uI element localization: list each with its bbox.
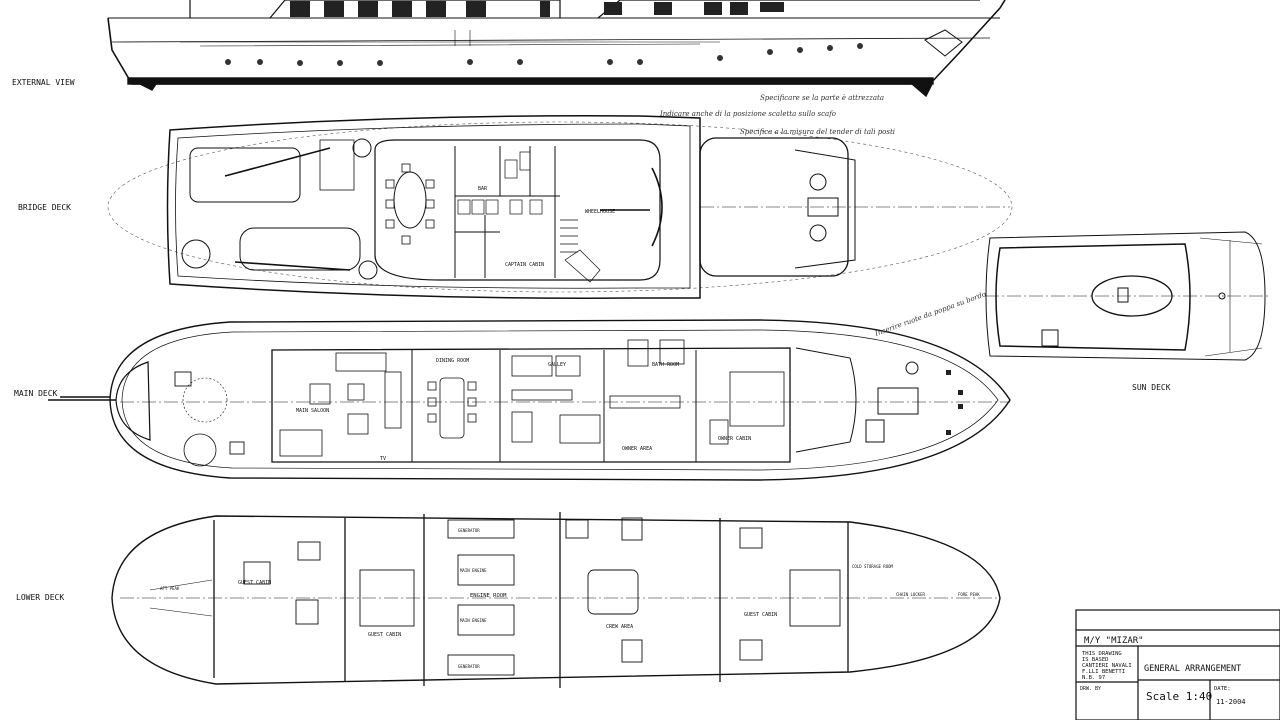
room-main-engine-2: MAIN ENGINE (460, 618, 487, 623)
room-tv: TV (380, 456, 386, 462)
room-galley: GALLEY (548, 362, 566, 368)
external-view-label: EXTERNAL VIEW (12, 78, 75, 87)
room-aft-peak: AFT PEAK (160, 586, 180, 591)
room-fore-peak: FORE PEAK (958, 592, 980, 597)
sun-deck (985, 231, 1270, 361)
room-chain-locker: CHAIN LOCKER (896, 592, 925, 597)
room-guest-cabin-3: GUEST CABIN (744, 612, 777, 618)
handwritten-note-4: Inserire ruote da poppa su bordo (873, 290, 987, 338)
room-engine-room: ENGINE ROOM (470, 593, 507, 599)
drawing-scale: Scale 1:40 (1146, 690, 1212, 703)
title-note-line-1: THIS DRAWING (1082, 651, 1122, 657)
bridge-deck-label: BRIDGE DECK (18, 203, 71, 212)
room-captain-cabin: CAPTAIN CABIN (505, 262, 544, 268)
room-dining-room: DINING ROOM (436, 358, 469, 364)
room-bath-room-main: BATH ROOM (652, 362, 679, 368)
handwritten-note-1: Specificare se la parte è attrezzata (760, 94, 884, 102)
title-note-line-4: F.LLI BENETTI (1082, 669, 1125, 675)
drawing-title: GENERAL ARRANGEMENT (1144, 664, 1241, 674)
room-main-engine-1: MAIN ENGINE (460, 568, 487, 573)
room-guest-cabin-2: GUEST CABIN (368, 632, 401, 638)
handwritten-note-3: Specifica a la misura del tender di tali… (740, 128, 895, 136)
room-guest-cabin-1: GUEST CABIN (238, 580, 271, 586)
lower-deck (111, 512, 1001, 688)
room-owner-area: OWNER AREA (622, 446, 652, 452)
sun-deck-label: SUN DECK (1132, 383, 1171, 392)
external-view (107, 0, 1006, 98)
title-note-line-5: N.B. 97 (1082, 675, 1105, 681)
vessel-name: M/Y "MIZAR" (1084, 636, 1144, 646)
date-value: 11-2004 (1216, 698, 1246, 706)
room-bar: BAR (478, 186, 488, 192)
main-deck (48, 319, 1011, 481)
date-label: DATE: (1214, 686, 1231, 692)
room-crew-area: CREW AREA (606, 624, 633, 630)
lower-deck-label: LOWER DECK (16, 593, 64, 602)
bridge-deck (107, 115, 1013, 299)
room-generator-top: GENERATOR (458, 528, 480, 533)
room-main-saloon: MAIN SALOON (296, 408, 329, 414)
main-deck-label: MAIN DECK (14, 389, 58, 398)
title-note-line-3: CANTIERI NAVALI (1082, 663, 1132, 669)
handwritten-note-2: Indicare anche di la posizione scaletta … (659, 110, 836, 118)
drawn-by-label: DRW. BY (1080, 686, 1101, 692)
room-wheelhouse: WHEELHOUSE (585, 209, 615, 215)
room-generator-bottom: GENERATOR (458, 664, 480, 669)
room-owner-cabin: OWNER CABIN (718, 436, 751, 442)
room-cold-storage: COLD STORAGE ROOM (852, 564, 894, 569)
title-note-line-2: IS BASED (1082, 657, 1109, 663)
